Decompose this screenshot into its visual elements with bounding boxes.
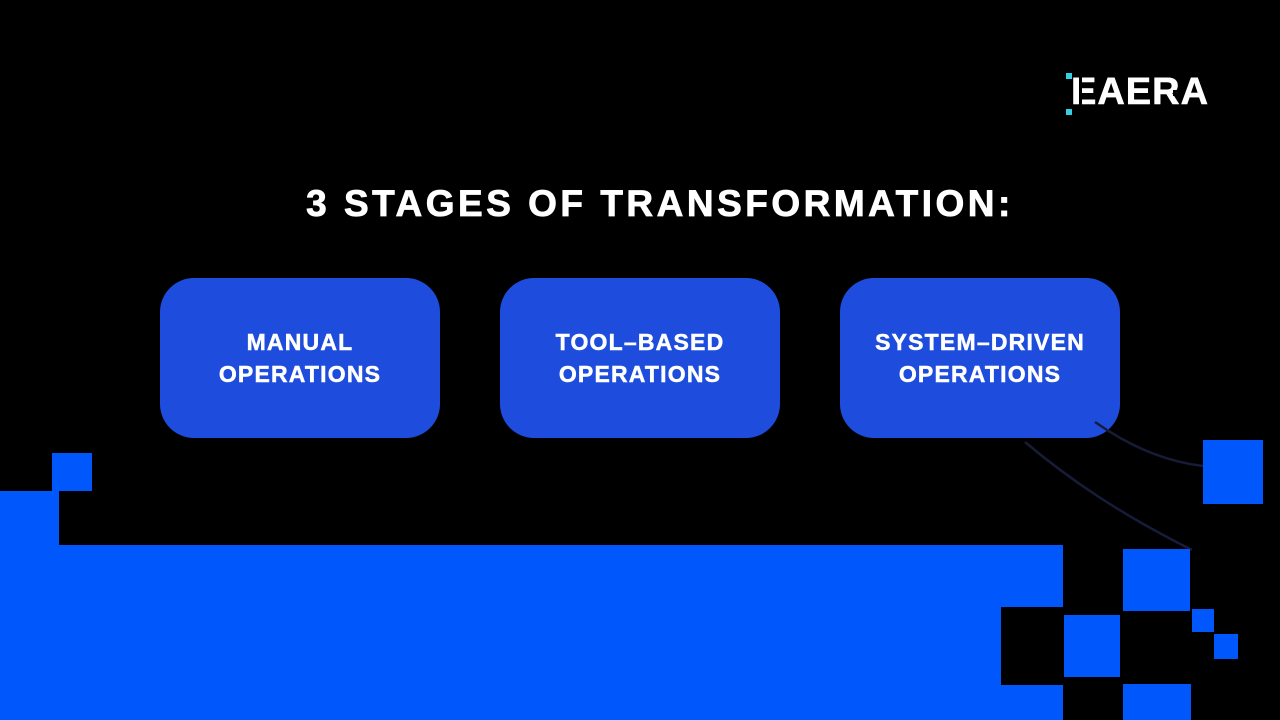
pixel-block bbox=[52, 453, 92, 491]
logo-e-gap-slit bbox=[1079, 77, 1082, 109]
pixel-block bbox=[1123, 684, 1191, 720]
stage-card-manual-operations: MANUAL OPERATIONS bbox=[160, 278, 440, 438]
stage-label-line: OPERATIONS bbox=[898, 361, 1062, 388]
stage-label-line: MANUAL bbox=[246, 329, 354, 356]
eaera-logo: EAERA bbox=[1064, 70, 1214, 118]
stage-card-system-driven-operations: SYSTEM–DRIVEN OPERATIONS bbox=[840, 278, 1120, 438]
pixel-block-cutout bbox=[1001, 607, 1063, 685]
pixel-block bbox=[0, 491, 59, 547]
stage-label-line: OPERATIONS bbox=[558, 361, 722, 388]
logo-r-gap-slit bbox=[1173, 90, 1178, 96]
logo-accent-square-bottom-icon bbox=[1066, 109, 1072, 115]
logo-accent-square-top-icon bbox=[1066, 73, 1072, 79]
pixel-block bbox=[1203, 440, 1263, 504]
logo-wordmark: EAERA bbox=[1071, 71, 1210, 114]
stage-label-line: TOOL–BASED bbox=[555, 329, 725, 356]
stage-card-tool-based-operations: TOOL–BASED OPERATIONS bbox=[500, 278, 780, 438]
pixel-base-band bbox=[0, 545, 1063, 720]
pixel-block bbox=[1123, 549, 1190, 611]
pixel-block bbox=[1192, 609, 1214, 632]
slide-title: 3 STAGES OF TRANSFORMATION: bbox=[306, 183, 1014, 225]
stage-label-line: OPERATIONS bbox=[218, 361, 382, 388]
pixel-block bbox=[1214, 634, 1238, 659]
pixel-block bbox=[1064, 615, 1120, 677]
stage-label-line: SYSTEM–DRIVEN bbox=[875, 329, 1085, 356]
